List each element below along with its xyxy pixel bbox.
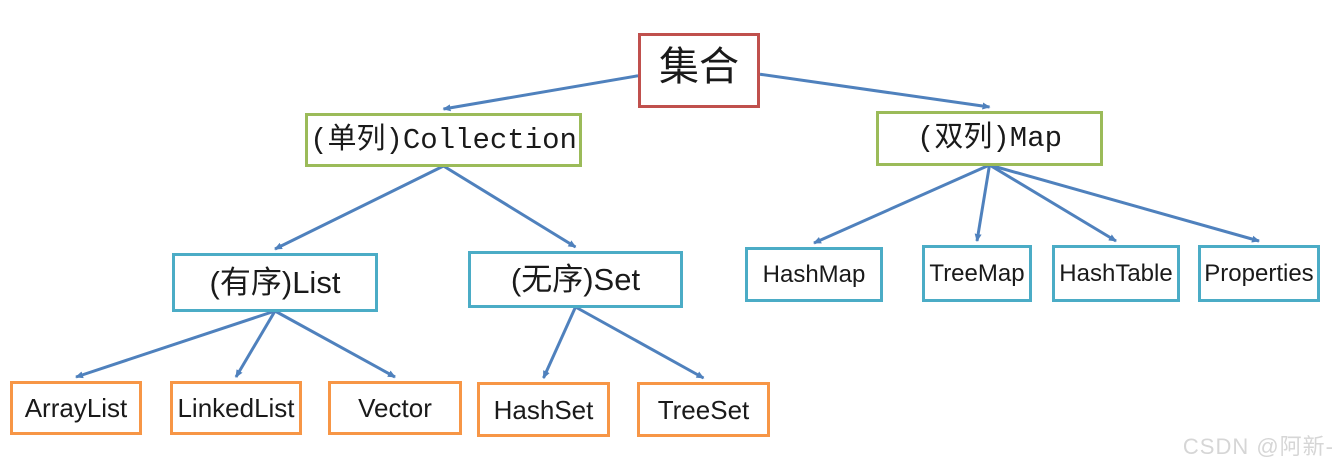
node-collection: (单列)Collection — [305, 113, 582, 167]
node-label: Properties — [1204, 259, 1314, 287]
node-arraylist: ArrayList — [10, 381, 142, 435]
node-list: (有序)List — [172, 253, 378, 312]
node-label: LinkedList — [177, 393, 295, 423]
node-label: 集合 — [659, 47, 739, 93]
node-label: TreeMap — [929, 259, 1025, 287]
node-properties: Properties — [1198, 245, 1320, 302]
node-treeset: TreeSet — [637, 382, 770, 437]
node-hashtable: HashTable — [1052, 245, 1180, 302]
node-label: (双列)Map — [916, 122, 1062, 155]
node-label: ArrayList — [24, 393, 128, 423]
node-hashset: HashSet — [477, 382, 610, 437]
node-label: (单列)Collection — [310, 123, 577, 157]
node-label: HashSet — [493, 394, 594, 425]
node-label: (有序)List — [209, 265, 341, 300]
node-set: (无序)Set — [468, 251, 683, 308]
csdn-watermark: CSDN @阿新- — [1182, 434, 1334, 459]
node-vector: Vector — [328, 381, 462, 435]
node-treemap: TreeMap — [922, 245, 1032, 302]
node-label: HashTable — [1059, 259, 1173, 287]
node-label: HashMap — [762, 260, 866, 288]
node-root-collection-cn: 集合 — [638, 33, 760, 108]
node-label: (无序)Set — [510, 262, 641, 297]
node-label: Vector — [358, 393, 432, 423]
node-hashmap: HashMap — [745, 247, 883, 302]
node-label: TreeSet — [657, 394, 750, 425]
node-linkedlist: LinkedList — [170, 381, 302, 435]
node-map: (双列)Map — [876, 111, 1103, 166]
